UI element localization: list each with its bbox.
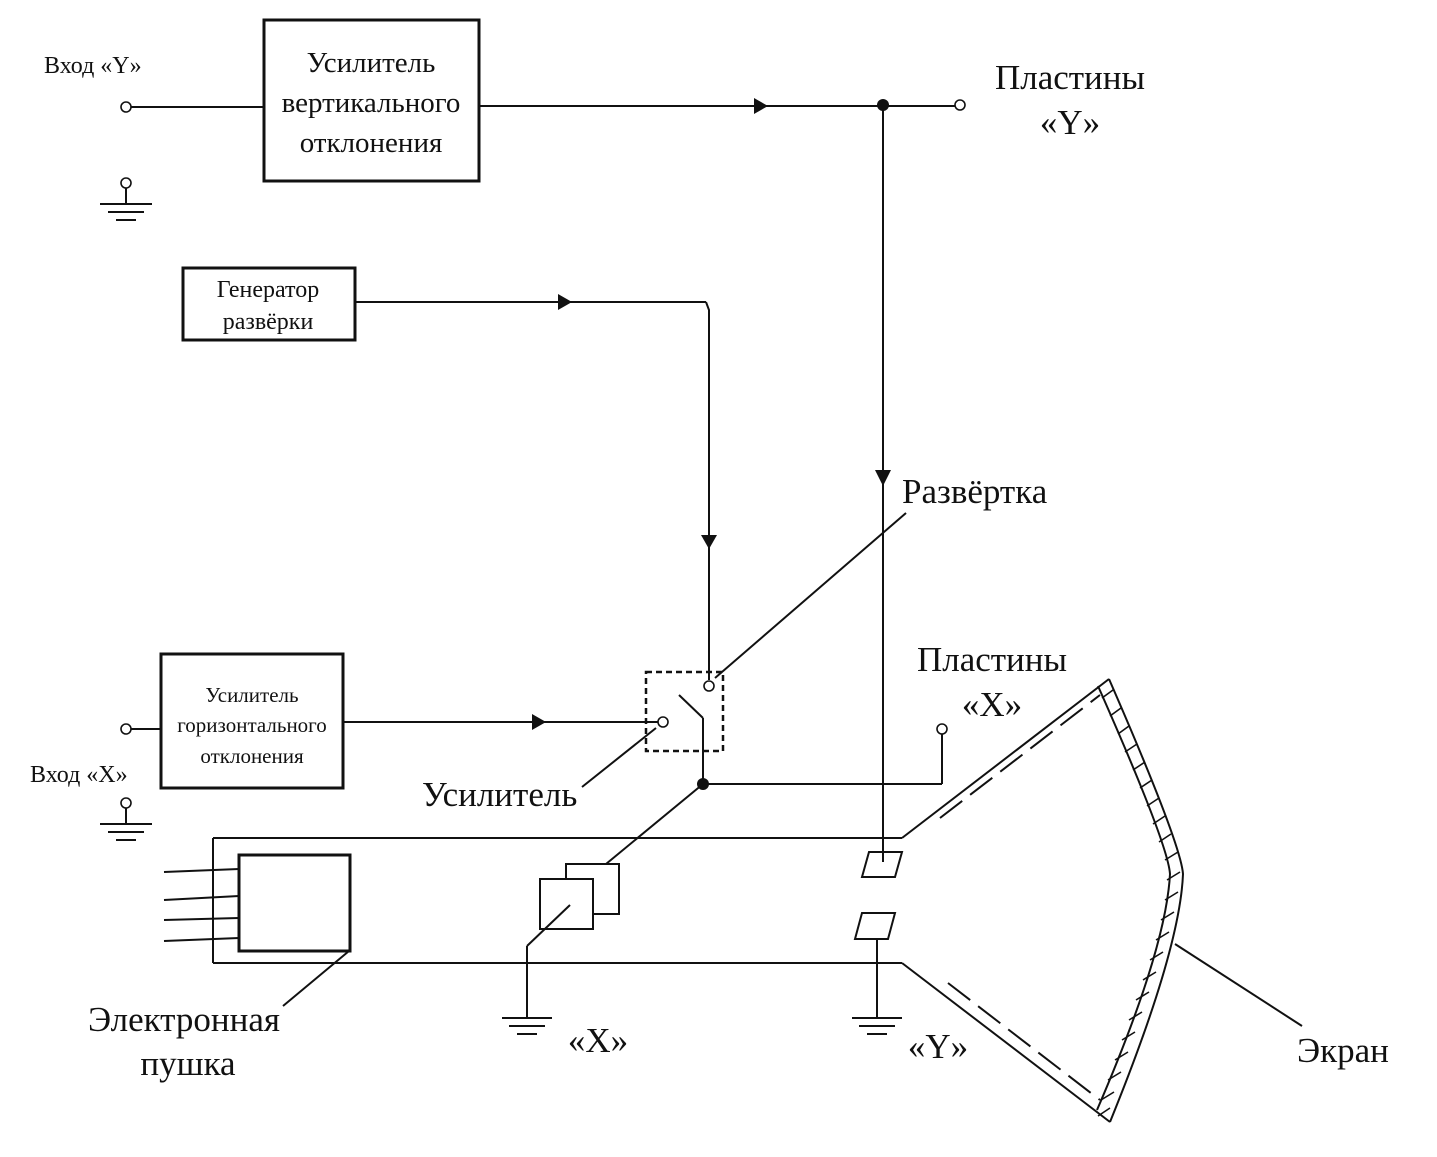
sweep-generator-block: Генератор развёрки bbox=[181, 266, 357, 342]
vertical-amp-output-line bbox=[479, 98, 966, 114]
vertical-amplifier-block: Усилитель вертикального отклонения bbox=[262, 18, 481, 183]
amplifier-leader-line bbox=[581, 727, 657, 788]
input-x-label: Вход «X» bbox=[30, 762, 128, 788]
y-plates-bottom-label: «Y» bbox=[908, 1027, 968, 1066]
input-y-terminal bbox=[120, 101, 264, 113]
ground-symbol bbox=[100, 797, 152, 841]
electron-gun-label-2: пушка bbox=[140, 1044, 236, 1083]
amplifier-switch-label: Усилитель bbox=[422, 775, 577, 814]
sweep-switch-label: Развёртка bbox=[902, 472, 1048, 511]
vertical-amplifier-label-1: Усилитель bbox=[307, 47, 436, 79]
electron-gun-label-1: Электронная bbox=[88, 1000, 280, 1039]
input-x-terminal bbox=[120, 723, 161, 735]
horizontal-amplifier-block: Усилитель горизонтального отклонения bbox=[159, 652, 345, 790]
mode-switch bbox=[644, 670, 725, 790]
ground-symbol bbox=[100, 177, 152, 221]
vertical-amplifier-label-2: вертикального bbox=[282, 87, 461, 119]
sweep-output-line bbox=[355, 294, 717, 680]
plates-y-label-2: «Y» bbox=[1040, 103, 1100, 142]
crt-tube bbox=[212, 678, 1111, 1123]
input-y-label: Вход «Y» bbox=[44, 53, 142, 79]
y-plates-feed-line bbox=[875, 105, 891, 862]
sweep-generator-label-2: развёрки bbox=[223, 309, 314, 335]
crt-screen bbox=[1096, 678, 1185, 1123]
x-deflection-plates bbox=[502, 863, 620, 1035]
horizontal-amplifier-label-3: отклонения bbox=[200, 744, 304, 768]
sweep-generator-label-1: Генератор bbox=[217, 277, 319, 303]
vertical-amplifier-label-3: отклонения bbox=[300, 127, 443, 159]
electron-gun bbox=[163, 853, 352, 953]
sweep-leader-line bbox=[714, 512, 907, 679]
horizontal-amp-output-line bbox=[343, 714, 658, 730]
x-plates-diagonal-wire bbox=[605, 783, 704, 865]
x-plates-feed-line bbox=[703, 723, 948, 785]
y-deflection-plates bbox=[852, 851, 904, 1035]
screen-label: Экран bbox=[1297, 1031, 1389, 1070]
plates-x-label-1: Пластины bbox=[917, 640, 1067, 679]
horizontal-amplifier-label-2: горизонтального bbox=[177, 713, 327, 737]
plates-x-label-2: «X» bbox=[962, 685, 1022, 724]
plates-y-label-1: Пластины bbox=[995, 58, 1145, 97]
horizontal-amplifier-label-1: Усилитель bbox=[205, 683, 298, 707]
x-plates-bottom-label: «X» bbox=[568, 1021, 628, 1060]
screen-leader-line bbox=[1174, 943, 1303, 1027]
gun-leader-line bbox=[282, 950, 350, 1007]
